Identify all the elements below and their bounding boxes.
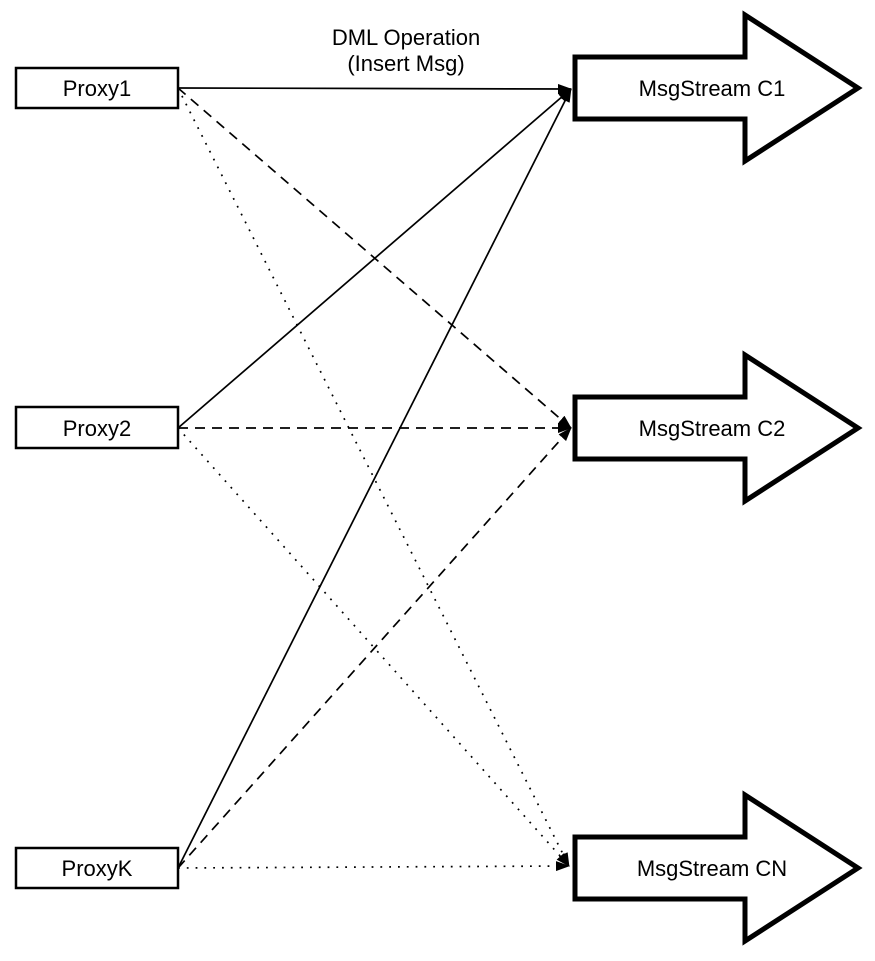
msgstream-cn-arrow: [572, 790, 863, 946]
node-proxy1: Proxy1: [14, 66, 180, 110]
edge-lines: [177, 83, 572, 872]
msgstream-c2-label: MsgStream C2: [639, 416, 786, 441]
edge-proxyk-c2-dashed: [177, 427, 572, 869]
msgstream-c1-label: MsgStream C1: [639, 76, 786, 101]
proxy1-box: [14, 66, 180, 110]
diagram-title-line2: (Insert Msg): [347, 51, 464, 76]
edge-proxy1-cn-dotted: [177, 87, 570, 867]
msgstream-cn-label: MsgStream CN: [637, 856, 787, 881]
node-msgstream-c2: MsgStream C2: [572, 350, 863, 506]
edge-proxy2-cn-dotted: [177, 427, 570, 867]
diagram-title-line1: DML Operation: [332, 25, 480, 50]
msgstream-c2-arrow: [572, 350, 863, 506]
node-proxyk: ProxyK: [14, 846, 180, 890]
proxyk-label: ProxyK: [62, 856, 133, 881]
proxy2-box: [14, 405, 180, 450]
node-msgstream-c1: MsgStream C1: [572, 10, 863, 166]
edge-proxy1-c1-solid: [177, 83, 572, 94]
proxyk-box: [14, 846, 180, 890]
node-proxy2: Proxy2: [14, 405, 180, 450]
proxy1-label: Proxy1: [63, 76, 131, 101]
node-msgstream-cn: MsgStream CN: [572, 790, 863, 946]
edge-proxyk-cn-dotted: [177, 861, 570, 872]
msgstream-c1-arrow: [572, 10, 863, 166]
proxy2-label: Proxy2: [63, 416, 131, 441]
edge-proxyk-c1-solid: [177, 88, 572, 869]
edge-proxy2-c1-solid: [177, 88, 572, 429]
